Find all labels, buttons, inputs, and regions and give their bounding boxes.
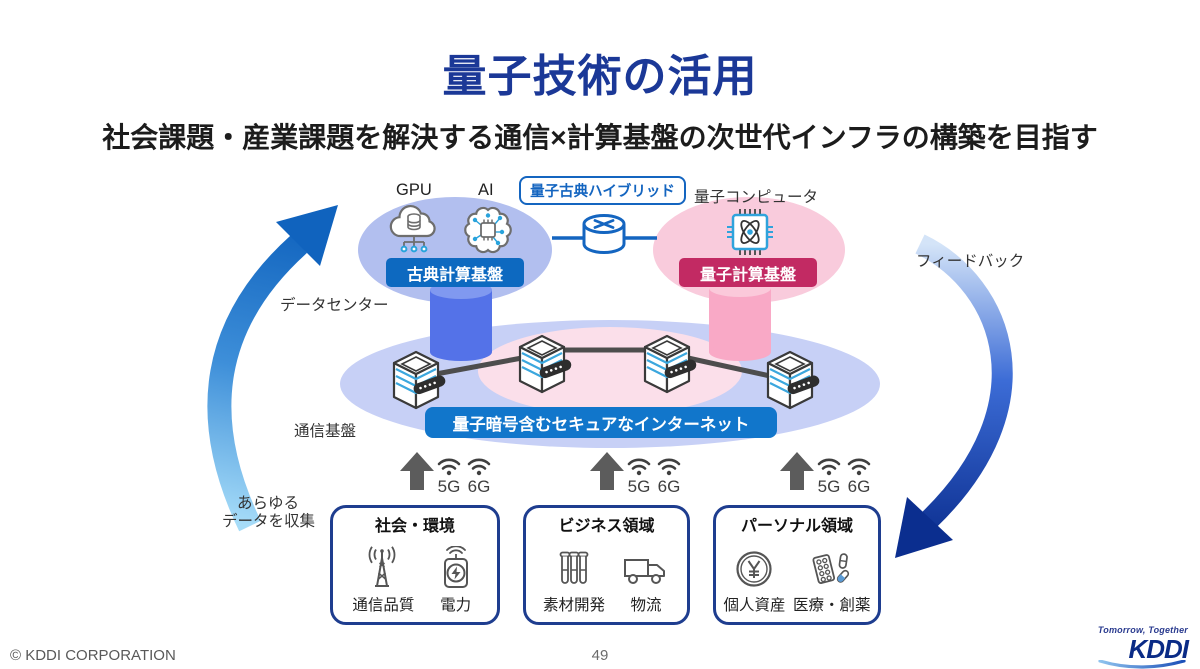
page-subtitle: 社会課題・産業課題を解決する通信×計算基盤の次世代インフラの構築を目指す [102, 122, 1098, 153]
domain-box-society: 社会・環境 通信品質 [330, 505, 500, 625]
domain-box-business: ビジネス領域 素材開発 [523, 505, 690, 625]
kddi-logo: Tomorrow, Together KDDI [1097, 625, 1189, 669]
domain-item-label: 通信品質 [352, 597, 415, 614]
wifi-5g: 5G [814, 456, 844, 497]
radio-tower-icon [368, 546, 396, 587]
kddi-tagline: Tomorrow, Together [1097, 625, 1188, 635]
datacenter-label: データセンター [280, 297, 389, 314]
hybrid-router-icon [582, 214, 626, 254]
kddi-swoosh [1098, 660, 1186, 669]
domain-item-label: 素材開発 [542, 597, 605, 614]
collect-data-label: あらゆる データを収集 [222, 495, 316, 530]
up-arrow-icon [590, 452, 624, 490]
domain-title: ビジネス領域 [558, 518, 655, 535]
wifi-6g: 6G [464, 456, 494, 497]
classical-pillar [430, 281, 492, 361]
wifi-6g: 6G [654, 456, 684, 497]
wifi-icon [627, 458, 651, 476]
domain-item-label: 物流 [630, 597, 662, 614]
uplink-group: 5G 6G [780, 452, 874, 497]
quantum-platform-pill: 量子計算基盤 [679, 258, 817, 287]
page-number: 49 [591, 647, 609, 664]
test-tubes-icon [559, 551, 589, 584]
domain-item-label: 電力 [440, 597, 472, 614]
quantum-pillar [709, 279, 771, 361]
domain-item: 個人資産 [723, 546, 786, 615]
domain-item: 医療・創薬 [793, 546, 871, 615]
uplink-group: 5G 6G [590, 452, 684, 497]
up-arrow-icon [780, 452, 814, 490]
up-arrow-icon [400, 452, 434, 490]
hybrid-label-box: 量子古典ハイブリッド [519, 176, 686, 205]
wifi-6g: 6G [844, 456, 874, 497]
server-links [433, 347, 773, 379]
feedback-label: フィードバック [916, 253, 1025, 270]
domain-item-label: 個人資産 [723, 597, 786, 614]
secure-internet-pill: 量子暗号含むセキュアなインターネット [425, 407, 777, 438]
domain-item: 通信品質 [352, 546, 414, 615]
domain-title: 社会・環境 [374, 518, 455, 535]
quantum-computer-label: 量子コンピュータ [694, 189, 819, 206]
wifi-5g: 5G [434, 456, 464, 497]
power-icon [443, 546, 468, 588]
truck-icon [623, 559, 665, 584]
wifi-icon [467, 458, 491, 476]
ai-label: AI [478, 181, 494, 199]
gpu-cloud-icon [389, 205, 436, 253]
network-platform-label: 通信基盤 [294, 423, 357, 440]
domain-item: 電力 [434, 546, 478, 615]
domain-item: 物流 [622, 546, 670, 615]
cycle-down-arrow [895, 234, 1013, 558]
kddi-wordmark: KDDI [1128, 634, 1189, 664]
copyright: © KDDI CORPORATION [10, 647, 176, 664]
domain-item: 素材開発 [543, 546, 605, 615]
page-title: 量子技術の活用 [442, 52, 758, 101]
wifi-icon [657, 458, 681, 476]
quantum-network-ellipse [478, 327, 742, 415]
medicine-icon [812, 553, 849, 584]
domain-box-personal: パーソナル領域 個人資産 [713, 505, 881, 625]
domain-item-label: 医療・創薬 [792, 597, 871, 614]
cycle-up-arrow [207, 205, 338, 532]
ai-brain-icon [464, 206, 512, 254]
quantum-chip-icon [727, 209, 773, 255]
wifi-icon [817, 458, 841, 476]
wifi-5g: 5G [624, 456, 654, 497]
uplink-group: 5G 6G [400, 452, 494, 497]
classical-platform-pill: 古典計算基盤 [386, 258, 524, 287]
wifi-icon [847, 458, 871, 476]
domain-title: パーソナル領域 [740, 518, 853, 535]
wifi-icon [437, 458, 461, 476]
gpu-label: GPU [396, 181, 432, 199]
yen-coin-icon [736, 551, 773, 587]
